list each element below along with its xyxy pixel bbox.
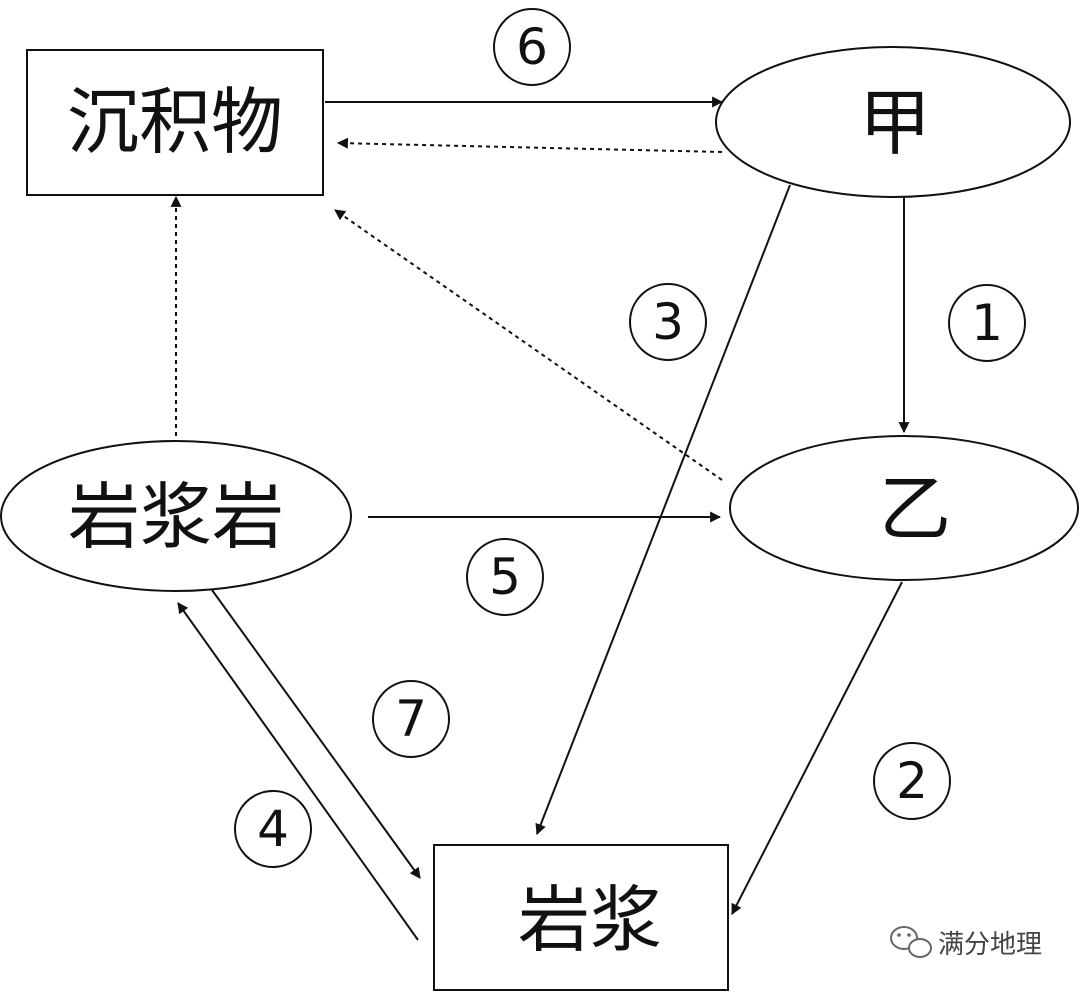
process-label-7: 7 — [372, 680, 450, 758]
wechat-icon — [890, 926, 932, 958]
dotted-arrow-jia-to-sediment — [336, 137, 723, 153]
svg-text:6: 6 — [516, 18, 548, 76]
dotted-arrow-yi-to-sediment — [334, 209, 723, 481]
node-yi-label: 乙 — [879, 467, 951, 551]
svg-text:1: 1 — [971, 294, 1003, 352]
node-sediment: 沉积物 — [26, 49, 324, 196]
node-igneous-rock: 岩浆岩 — [0, 440, 352, 592]
node-igneous-rock-label: 岩浆岩 — [68, 475, 284, 559]
node-yi: 乙 — [729, 435, 1079, 581]
process-label-5: 5 — [466, 538, 544, 616]
watermark: 满分地理 — [890, 926, 1042, 960]
process-label-3: 3 — [629, 283, 707, 361]
svg-text:2: 2 — [896, 752, 928, 810]
process-label-4: 4 — [234, 790, 312, 868]
svg-text:5: 5 — [489, 548, 521, 606]
svg-text:4: 4 — [257, 800, 289, 858]
watermark-text: 满分地理 — [938, 930, 1042, 960]
node-jia-label: 甲 — [859, 81, 931, 165]
node-sediment-label: 沉积物 — [67, 80, 283, 164]
process-label-6: 6 — [493, 8, 571, 86]
arrow-yi-to-magma — [731, 581, 903, 915]
svg-text:7: 7 — [395, 690, 427, 748]
svg-text:3: 3 — [652, 293, 684, 351]
process-label-2: 2 — [873, 742, 951, 820]
node-jia: 甲 — [715, 46, 1071, 198]
arrow-magma-to-igneous — [177, 602, 419, 941]
process-label-1: 1 — [948, 284, 1026, 362]
node-magma-label: 岩浆 — [518, 878, 662, 962]
arrow-igneous-to-magma — [211, 589, 421, 879]
node-magma: 岩浆 — [433, 844, 729, 991]
arrow-jia-to-magma — [535, 184, 791, 836]
